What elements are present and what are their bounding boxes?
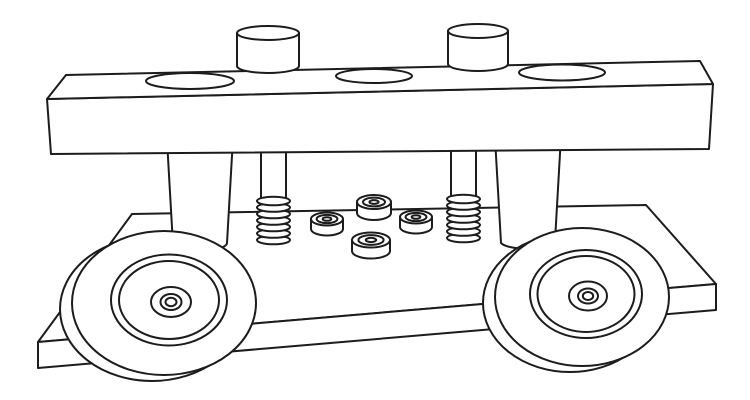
plate-hole-left [145, 72, 235, 90]
bearing-right [399, 209, 433, 235]
top-plate [46, 60, 714, 155]
bolt-right [446, 139, 481, 244]
drawing-root [37, 23, 717, 382]
bushing-top [236, 25, 300, 41]
bushing-left [236, 25, 300, 74]
bushing-top [447, 23, 509, 39]
spring-coil [256, 195, 291, 207]
plate-hole-right [518, 63, 606, 82]
spring-coil [446, 193, 481, 205]
bolt-left [256, 141, 291, 246]
plate-hole-center [335, 68, 413, 84]
bushing-body [236, 32, 300, 74]
bearing-bore [364, 236, 378, 244]
wheel-right [482, 227, 670, 373]
bearing-rear [356, 194, 392, 221]
bearing-front [351, 231, 391, 260]
coil-spring [446, 193, 481, 244]
wheel-bore-inner [164, 296, 178, 308]
bushing-right [447, 23, 509, 72]
wheel-bore-inner [581, 291, 595, 301]
bushing-body [447, 30, 509, 72]
bearing-bore [410, 214, 422, 220]
bearing-bore [321, 216, 333, 222]
bearing-left [310, 211, 344, 237]
wheel-left [59, 230, 257, 382]
bearing-bore [368, 199, 380, 205]
coil-spring [256, 195, 291, 246]
